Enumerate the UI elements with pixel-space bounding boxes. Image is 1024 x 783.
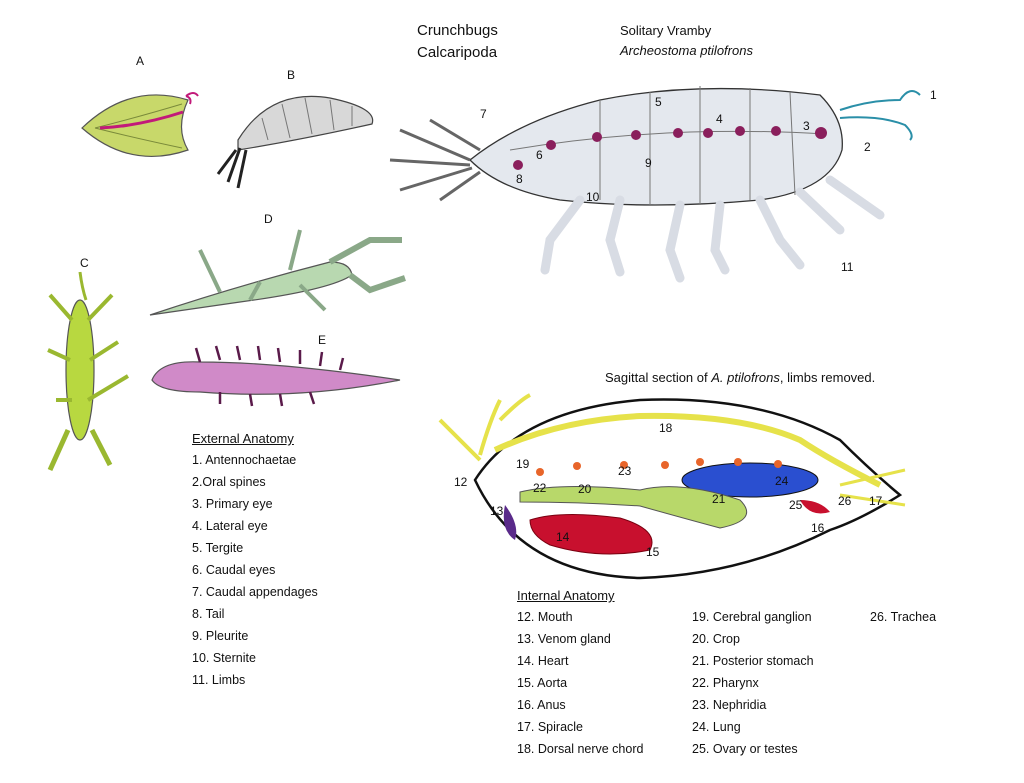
diagram-title: Crunchbugs bbox=[417, 22, 498, 39]
sagittal-section-drawing bbox=[438, 393, 906, 580]
external-anatomy-list: 1. Antennochaetae 2.Oral spines 3. Prima… bbox=[192, 449, 318, 691]
callout-10: 10 bbox=[586, 190, 600, 204]
callout-25: 25 bbox=[789, 498, 803, 512]
callout-1: 1 bbox=[930, 88, 937, 102]
callout-4: 4 bbox=[716, 112, 723, 126]
callout-16: 16 bbox=[811, 521, 825, 535]
list-item: 14. Heart bbox=[517, 654, 569, 668]
callout-7: 7 bbox=[480, 107, 487, 121]
list-item: 17. Spiracle bbox=[517, 720, 584, 734]
list-item: 3. Primary eye bbox=[192, 497, 273, 511]
callout-17: 17 bbox=[869, 494, 883, 508]
list-item: 19. Cerebral ganglion bbox=[692, 610, 812, 624]
callout-8: 8 bbox=[516, 172, 523, 186]
diagram-subtitle: Calcaripoda bbox=[417, 44, 498, 61]
list-item: 21. Posterior stomach bbox=[692, 654, 814, 668]
specimen-label-c: C bbox=[80, 256, 89, 270]
list-item: 25. Ovary or testes bbox=[692, 742, 798, 756]
callout-2: 2 bbox=[864, 140, 871, 154]
specimen-label-e: E bbox=[318, 333, 327, 347]
list-item: 12. Mouth bbox=[517, 610, 573, 624]
external-anatomy-heading: External Anatomy bbox=[192, 431, 294, 446]
callout-3: 3 bbox=[803, 119, 810, 133]
specimen-label-d: D bbox=[264, 212, 273, 226]
internal-anatomy-heading: Internal Anatomy bbox=[517, 588, 615, 603]
section-caption: Sagittal section of A. ptilofrons, limbs… bbox=[605, 370, 876, 385]
species-latin-name: Archeostoma ptilofrons bbox=[620, 43, 753, 58]
callout-13: 13 bbox=[490, 504, 504, 518]
list-item: 5. Tergite bbox=[192, 541, 244, 555]
primary-eye-mark bbox=[815, 127, 827, 139]
list-item: 9. Pleurite bbox=[192, 629, 249, 643]
list-item: 24. Lung bbox=[692, 720, 741, 734]
internal-anatomy-col2: 19. Cerebral ganglion 20. Crop 21. Poste… bbox=[692, 606, 814, 760]
list-item: 4. Lateral eye bbox=[192, 519, 268, 533]
list-item: 2.Oral spines bbox=[192, 475, 266, 489]
callout-22: 22 bbox=[533, 481, 547, 495]
main-creature-drawing bbox=[389, 86, 921, 283]
specimen-b-drawing bbox=[216, 95, 374, 189]
internal-anatomy-col1: 12. Mouth 13. Venom gland 14. Heart 15. … bbox=[517, 606, 643, 760]
callout-9: 9 bbox=[645, 156, 652, 170]
specimen-d-drawing bbox=[149, 229, 406, 316]
specimen-label-b: B bbox=[287, 68, 296, 82]
list-item: 15. Aorta bbox=[517, 676, 568, 690]
list-item: 20. Crop bbox=[692, 632, 740, 646]
specimen-e-drawing bbox=[151, 345, 401, 407]
callout-14: 14 bbox=[556, 530, 570, 544]
callout-24: 24 bbox=[775, 474, 789, 488]
specimen-c-drawing bbox=[47, 271, 130, 472]
callout-12: 12 bbox=[454, 475, 468, 489]
list-item: 26. Trachea bbox=[870, 610, 937, 624]
callout-26: 26 bbox=[838, 494, 852, 508]
list-item: 18. Dorsal nerve chord bbox=[517, 742, 644, 756]
callout-18: 18 bbox=[659, 421, 673, 435]
specimen-a-drawing bbox=[81, 92, 199, 157]
callout-11: 11 bbox=[841, 260, 854, 274]
list-item: 8. Tail bbox=[192, 607, 225, 621]
specimen-label-a: A bbox=[136, 54, 145, 68]
callout-15: 15 bbox=[646, 545, 660, 559]
list-item: 23. Nephridia bbox=[692, 698, 767, 712]
caudal-eye-mark bbox=[513, 160, 523, 170]
list-item: 16. Anus bbox=[517, 698, 566, 712]
callout-21: 21 bbox=[712, 492, 726, 506]
species-common-name: Solitary Vramby bbox=[620, 23, 712, 38]
callout-19: 19 bbox=[516, 457, 530, 471]
list-item: 11. Limbs bbox=[192, 673, 246, 687]
callout-23: 23 bbox=[618, 464, 632, 478]
callout-5: 5 bbox=[655, 95, 662, 109]
list-item: 13. Venom gland bbox=[517, 632, 611, 646]
callout-20: 20 bbox=[578, 482, 592, 496]
internal-anatomy-col3: 26. Trachea bbox=[870, 606, 936, 628]
list-item: 22. Pharynx bbox=[692, 676, 759, 690]
callout-6: 6 bbox=[536, 148, 543, 162]
list-item: 1. Antennochaetae bbox=[192, 453, 297, 467]
list-item: 6. Caudal eyes bbox=[192, 563, 276, 577]
list-item: 7. Caudal appendages bbox=[192, 585, 318, 599]
list-item: 10. Sternite bbox=[192, 651, 256, 665]
